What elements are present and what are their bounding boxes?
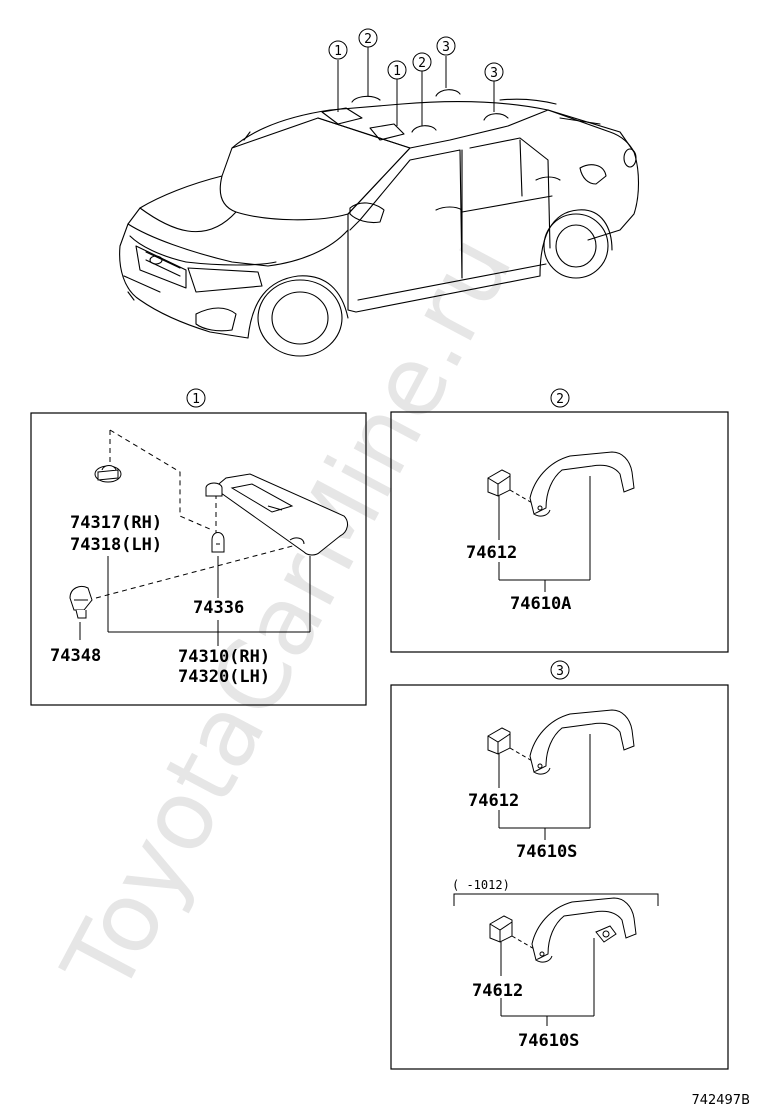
grip-cover-part [487,727,511,755]
panel-2-assist-grip: 2 74612 74610A [390,388,729,653]
panel-1-sun-visor: 1 [30,388,367,706]
callout-1-visor: 1 [328,40,348,60]
assist-grip-part [531,897,637,963]
car-illustration [119,89,640,357]
production-range-label: ( -1012) [452,878,510,892]
grip-cover-part [487,469,511,497]
callout-label: 1 [393,64,401,79]
panel-frame [30,412,367,706]
callout-label: 2 [418,56,426,71]
part-label-74610S: 74610S [516,842,577,862]
panel-ref-number: 3 [556,664,564,679]
callout-label: 3 [442,40,450,55]
figure-id: 742497B [691,1093,750,1108]
callout-3-grip: 3 [484,62,504,82]
car-callouts: 1 2 1 2 3 3 [328,28,504,82]
part-label-74310: 74310(RH) [178,647,270,667]
callout-3-grip: 3 [436,36,456,56]
visor-clip-part [94,465,122,483]
assist-grip-part [529,709,635,775]
panel-frame [390,411,729,653]
car-callout-leaders [337,46,495,126]
callout-2-grip: 2 [358,28,378,48]
panel-ref-number: 1 [192,392,200,407]
visor-holder-part [211,532,225,553]
panel-frame [390,684,729,1070]
callout-1-visor: 1 [387,60,407,80]
part-label-74610A: 74610A [510,594,571,614]
panel-ref-number: 2 [556,392,564,407]
part-label-74348: 74348 [50,646,101,666]
grip-cover-part [489,915,513,943]
visor-mount-part [69,585,93,619]
assist-grip-part [529,451,635,517]
part-label-74320: 74320(LH) [178,667,270,687]
callout-2-grip: 2 [412,52,432,72]
part-label-74318: 74318(LH) [70,535,162,555]
callout-label: 2 [364,32,372,47]
part-label-74336: 74336 [193,598,244,618]
sun-visor-part [205,473,348,556]
part-label-74610S: 74610S [518,1031,579,1051]
part-label-74612: 74612 [472,981,523,1001]
part-label-74317: 74317(RH) [70,513,162,533]
callout-label: 3 [490,66,498,81]
part-label-74612: 74612 [466,543,517,563]
range-bracket [453,893,659,906]
watermark: ToyotaCarMine.ru [41,218,534,1012]
panel-3-assist-grip: 3 74612 74610S ( -1012) [390,660,729,1070]
part-label-74612: 74612 [468,791,519,811]
callout-label: 1 [334,44,342,59]
